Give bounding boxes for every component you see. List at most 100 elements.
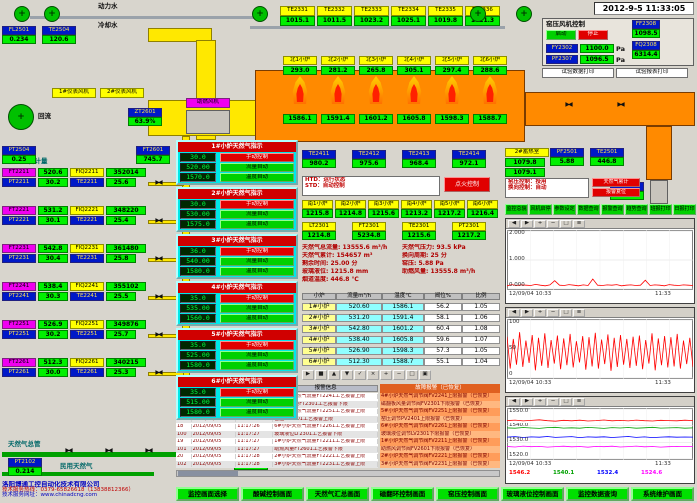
popup-temp-auto-button[interactable]: 温度自动 (220, 173, 294, 182)
alarm-toolbar-icon[interactable]: □ (406, 370, 418, 380)
bottom-nav-button[interactable]: 酸碱控制画面 (241, 487, 304, 501)
quick-green-button[interactable]: 班报打印 (649, 204, 672, 215)
alarm-toolbar-icon[interactable]: × (367, 370, 379, 380)
alarm-toolbar-icon[interactable]: ■ (315, 370, 327, 380)
restored-row[interactable]: 2#小炉天然气调节阀FV2221上限报警（已恢复） (380, 453, 500, 461)
alarm-toolbar-icon[interactable]: − (393, 370, 405, 380)
instrument-tag: TE2301 (402, 222, 436, 231)
popup-manual-button[interactable]: 手动控制 (220, 200, 294, 209)
chart-toolbar-icon[interactable]: ▶ (521, 398, 533, 406)
print-data-button[interactable]: 试验数据打印 (542, 68, 614, 78)
bottom-nav-button[interactable]: 天然气汇总画面 (306, 487, 369, 501)
popup-temp-auto-button[interactable]: 温度自动 (220, 267, 294, 276)
quick-green-button[interactable]: 参数设定 (553, 204, 576, 215)
chart-toolbar-icon[interactable]: − (547, 398, 559, 406)
popup-temp-auto-button[interactable]: 温度自动 (220, 361, 294, 370)
fan-stop-button[interactable]: 停止 (578, 30, 608, 40)
bottom-nav-button[interactable]: 系统维护画面 (631, 487, 694, 501)
stat-item: 助燃风量: 13555.8 m³/h (402, 268, 476, 275)
restored-row[interactable]: 3#小炉天然气调节阀FV2231上限报警（已恢复） (380, 460, 500, 468)
quick-red-button[interactable]: 天然气累计 (592, 178, 640, 187)
restored-row[interactable]: 助燃风调节阀FV2601下限报警（已恢复） (380, 445, 500, 453)
restored-row[interactable]: 磁翻板风量调节阀FV2301下限报警（已恢复） (380, 400, 500, 408)
popup-flow-auto-button[interactable]: 流量自动 (220, 398, 294, 407)
bottom-nav-button[interactable]: 玻璃液位控制画面 (501, 487, 564, 501)
alarm-scrollbar[interactable] (176, 470, 500, 477)
quick-red-button[interactable]: 报警复位 (592, 188, 640, 197)
restored-row[interactable]: 5#小炉天然气调节阀FV2251上限报警（已恢复） (380, 408, 500, 416)
popup-flow-auto-button[interactable]: 流量自动 (220, 351, 294, 360)
chart-toolbar-icon[interactable]: ▶ (521, 309, 533, 317)
popup-flow-auto-button[interactable]: 流量自动 (220, 163, 294, 172)
quick-green-button[interactable]: 趋势查询 (625, 204, 648, 215)
bottom-nav-button[interactable]: 监控数据查询 (566, 487, 629, 501)
chart-toolbar-icon[interactable]: + (534, 220, 546, 228)
popup-manual-button[interactable]: 手动控制 (220, 247, 294, 256)
alarm-toolbar-icon[interactable]: ▶ (302, 370, 314, 380)
chart-toolbar-icon[interactable]: □ (560, 398, 572, 406)
chart-toolbar-icon[interactable]: □ (560, 220, 572, 228)
chart-toolbar-icon[interactable]: ▶ (521, 220, 533, 228)
popup-flow-auto-button[interactable]: 流量自动 (220, 210, 294, 219)
restored-row[interactable]: 1#小炉天然气调节阀FV2211上限报警（已恢复） (380, 438, 500, 446)
bottom-nav-button[interactable]: 窑压控制画面 (436, 487, 499, 501)
popup-manual-button[interactable]: 手动控制 (220, 388, 294, 397)
popup-temp-auto-button[interactable]: 温度自动 (220, 314, 294, 323)
popup-manual-button[interactable]: 手动控制 (220, 341, 294, 350)
status-line-std: STD：自动控制 (305, 182, 345, 189)
alarm-toolbar-icon[interactable]: ▼ (341, 370, 353, 380)
popup-manual-button[interactable]: 手动控制 (220, 294, 294, 303)
instrument-value: 980.2 (302, 159, 336, 168)
chart-toolbar-icon[interactable]: + (534, 398, 546, 406)
quick-green-button[interactable]: 日报打印 (673, 204, 696, 215)
restored-row[interactable]: 窑压调节PV2401上限报警（已恢复） (380, 415, 500, 423)
chart-toolbar-icon[interactable]: □ (560, 309, 572, 317)
chart-toolbar-icon[interactable]: ≡ (573, 309, 585, 317)
bottom-nav-button[interactable]: 磁翻环控制画面 (371, 487, 434, 501)
restored-row[interactable]: 6#小炉天然气调节阀FV2261上限报警（已恢复） (380, 423, 500, 431)
fan-icon: + (8, 104, 34, 130)
popup-flow-auto-button[interactable]: 流量自动 (220, 304, 294, 313)
alarm-toolbar-icon[interactable]: ✓ (354, 370, 366, 380)
fan-start-button[interactable]: 启动 (546, 30, 576, 40)
quick-green-button[interactable]: 监控总貌 (505, 204, 528, 215)
alarm-toolbar-icon[interactable]: ▣ (419, 370, 431, 380)
chart-toolbar-icon[interactable]: ≡ (573, 220, 585, 228)
restored-row[interactable]: 4#小炉天然气调节阀FV2241上限报警（已恢复） (380, 393, 500, 401)
chart-toolbar-icon[interactable]: ◀ (508, 220, 520, 228)
restored-row[interactable]: 玻璃液位调节LV2301下限报警（已恢复） (380, 430, 500, 438)
ignition-button[interactable]: 点火控制 (444, 177, 490, 192)
chart-toolbar-icon[interactable]: − (547, 220, 559, 228)
bottom-nav-button[interactable]: 监控画面选择 (176, 487, 239, 501)
quick-green-button[interactable]: 报警查询 (601, 204, 624, 215)
flame-core-icon (334, 84, 342, 102)
chart-toolbar-icon[interactable]: ◀ (508, 309, 520, 317)
popup-manual-button[interactable]: 手动控制 (220, 153, 294, 162)
chart-toolbar-icon[interactable]: − (547, 309, 559, 317)
quick-green-button[interactable]: 数据查询 (577, 204, 600, 215)
print-report-button[interactable]: 试验报表打印 (616, 68, 688, 78)
popup-temp-auto-button[interactable]: 温度自动 (220, 220, 294, 229)
popup-temp-auto-button[interactable]: 温度自动 (220, 408, 294, 417)
chart-toolbar-icon[interactable]: ≡ (573, 398, 585, 406)
branch-total-value: 340215 (106, 358, 146, 367)
quick-green-button[interactable]: 风机启停 (529, 204, 552, 215)
chart-toolbar-icon[interactable]: ◀ (508, 398, 520, 406)
popup-flow-auto-button[interactable]: 流量自动 (220, 257, 294, 266)
chart-toolbar-icon[interactable]: + (534, 309, 546, 317)
alarm-scrollbar-thumb[interactable] (178, 471, 238, 476)
alarm-toolbar-icon[interactable]: ▲ (328, 370, 340, 380)
alarm-toolbar-icon[interactable]: + (380, 370, 392, 380)
